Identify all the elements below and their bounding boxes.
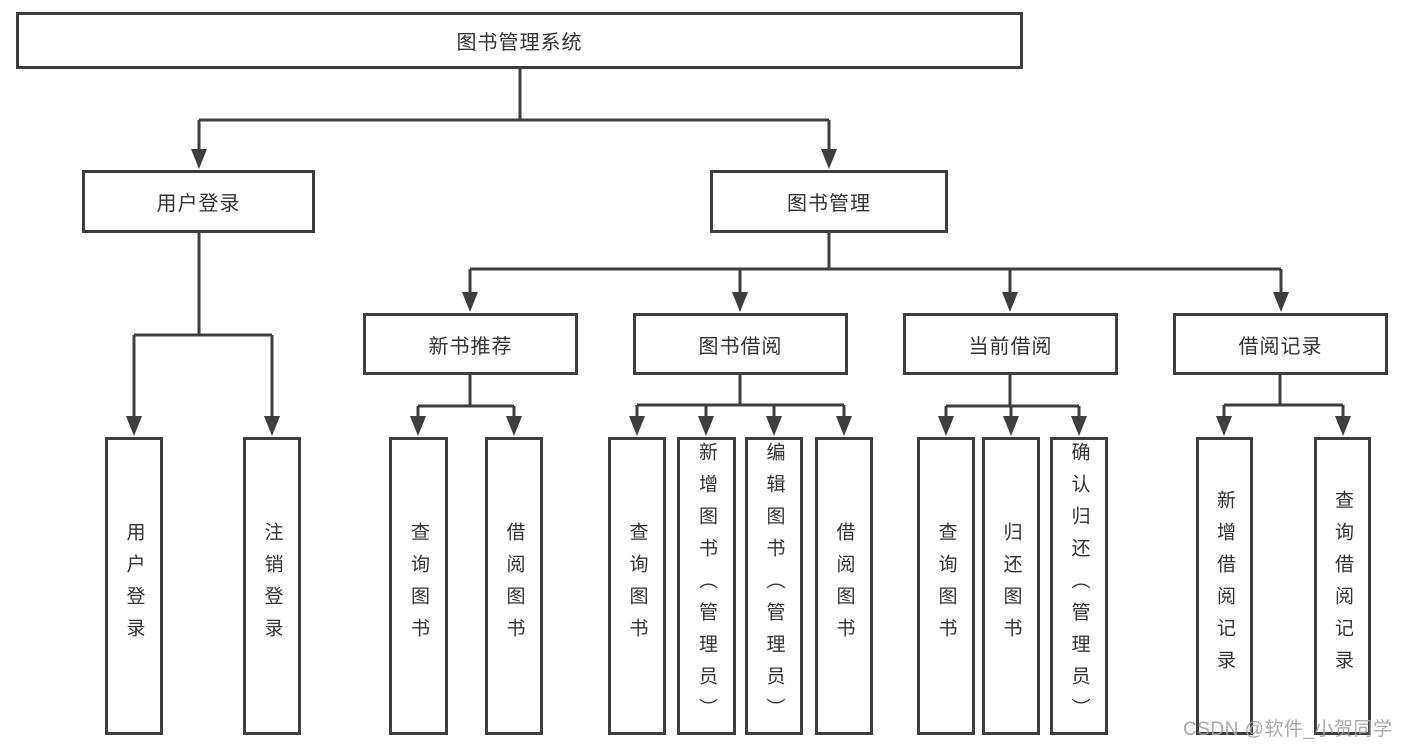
leaf-query-books-current: 查询图书 — [917, 437, 975, 735]
node-label: 确认归还（管理员） — [1068, 442, 1090, 730]
node-label: 借阅图书 — [503, 522, 525, 650]
node-label: 查询图书 — [626, 522, 648, 650]
node-label: 查询图书 — [935, 522, 957, 650]
node-label: 归还图书 — [1000, 522, 1022, 650]
node-label: 当前借阅 — [968, 335, 1053, 358]
node-label: 新增借阅记录 — [1214, 490, 1235, 682]
node-borrowing-records: 借阅记录 — [1173, 313, 1388, 375]
leaf-query-borrow-record: 查询借阅记录 — [1314, 437, 1371, 735]
node-label: 用户登录 — [123, 522, 145, 650]
node-label: 编辑图书（管理员） — [763, 442, 785, 730]
node-current-borrowing: 当前借阅 — [903, 313, 1118, 375]
leaf-confirm-return-admin: 确认归还（管理员） — [1050, 437, 1108, 735]
node-label: 借阅记录 — [1238, 335, 1323, 358]
leaf-user-login: 用户登录 — [105, 437, 163, 735]
leaf-add-books-admin: 新增图书（管理员） — [677, 437, 736, 735]
leaf-return-books: 归还图书 — [982, 437, 1040, 735]
node-label: 查询借阅记录 — [1332, 490, 1353, 682]
node-book-borrowing: 图书借阅 — [633, 313, 848, 375]
node-label: 图书管理系统 — [456, 32, 583, 54]
leaf-add-borrow-record: 新增借阅记录 — [1196, 437, 1253, 735]
leaf-logout: 注销登录 — [243, 437, 301, 735]
node-label: 借阅图书 — [833, 522, 855, 650]
node-library-management-system: 图书管理系统 — [16, 12, 1023, 69]
node-label: 图书管理 — [787, 193, 871, 215]
node-user-login: 用户登录 — [82, 170, 315, 233]
node-new-book-recommendation: 新书推荐 — [363, 313, 578, 375]
leaf-edit-books-admin: 编辑图书（管理员） — [745, 437, 803, 735]
node-book-management: 图书管理 — [710, 170, 948, 233]
node-label: 注销登录 — [261, 522, 283, 650]
node-label: 新增图书（管理员） — [696, 442, 717, 730]
node-label: 图书借阅 — [698, 335, 783, 358]
leaf-query-books-recommend: 查询图书 — [389, 437, 448, 735]
leaf-query-books-borrow: 查询图书 — [608, 437, 666, 735]
node-label: 新书推荐 — [428, 335, 513, 358]
node-label: 用户登录 — [156, 193, 241, 215]
arrowhead-icons — [126, 149, 1351, 436]
watermark: CSDN @软件_小贺同学 — [1183, 719, 1393, 740]
node-label: 查询图书 — [408, 522, 429, 650]
leaf-borrow-books: 借阅图书 — [815, 437, 873, 735]
leaf-borrow-books-recommend: 借阅图书 — [485, 437, 543, 735]
